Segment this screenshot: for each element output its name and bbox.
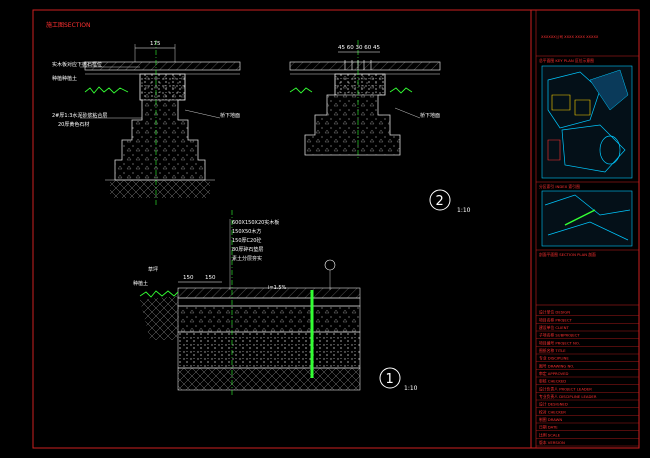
detail-bottom-layer-2: 150X50木方 <box>232 228 261 235</box>
title-block-field-7: 图号 DRAWING NO. <box>539 363 574 368</box>
detail-top-callout-1: 实木板对应下檐石框位 <box>52 61 102 68</box>
sheet-border <box>32 9 640 449</box>
detail-top-dim-chain: 45 60 30 60 45 <box>338 45 380 51</box>
sheet-header-scale: SECTION <box>64 22 90 29</box>
title-block-field-17: 版本 VERSION <box>539 440 565 445</box>
index-plan-label: 分区索引 INDEX 索引图 <box>539 184 580 189</box>
sheet-header-code: 施工图 <box>46 21 64 29</box>
detail-bottom-dim-a: 150 <box>183 275 194 281</box>
detail-bottom: 150 150 i=1.5% 600X150X20实木板 150X50木方 15… <box>133 210 418 395</box>
detail-bottom-layer-1: 600X150X20实木板 <box>232 219 279 226</box>
title-block-top-note: XXXXXX公司 XXXX XXXX XXXXX <box>541 34 599 39</box>
title-block-field-1: 项目名称 PROJECT <box>539 317 572 322</box>
detail-top-callout-4: 20厚黄色石材 <box>58 121 89 128</box>
title-block: XXXXXX公司 XXXX XXXX XXXXX 总平面图 KEY PLAN 区… <box>536 34 639 447</box>
title-block-fields: 设计单位 DESIGN 项目名称 PROJECT 建设单位 CLIENT 子项名称 S… <box>536 310 639 447</box>
detail-top-label-right-2: 桥下地面 <box>420 112 440 119</box>
detail-bottom-slope: i=1.5% <box>268 285 287 291</box>
title-block-field-3: 子项名称 SUBPROJECT <box>539 333 580 338</box>
title-block-field-5: 图纸名称 TITLE <box>539 348 566 353</box>
detail-bottom-layer-4: 80厚碎石垫层 <box>232 246 263 253</box>
title-block-field-14: 制图 DRAWN <box>539 417 562 422</box>
detail-top-dim-width: 175 <box>150 41 161 47</box>
section-plan-label: 剖面平面图 SECTION PLAN 剖面 <box>539 252 596 257</box>
detail-top-number: 2 <box>436 194 444 209</box>
detail-bottom-number: 1 <box>386 372 394 387</box>
detail-bottom-layer-5: 素土分层夯实 <box>232 255 262 262</box>
detail-bottom-label-soil: 种植土 <box>133 280 148 287</box>
title-block-field-4: 项目编号 PROJECT NO. <box>539 340 580 345</box>
title-block-field-2: 建设单位 CLIENT <box>539 325 570 330</box>
title-block-field-15: 日期 DATE <box>539 425 558 430</box>
title-block-field-11: 专业负责人 DISCIPLINE LEADER <box>539 394 597 399</box>
detail-bottom-label-lawn: 草坪 <box>148 266 158 273</box>
detail-bottom-tag <box>379 367 401 389</box>
title-block-field-9: 审核 CHECKED <box>539 379 566 384</box>
title-block-field-10: 设计负责人 PROJECT LEADER <box>539 386 592 391</box>
title-block-field-0: 设计单位 DESIGN <box>539 310 570 315</box>
title-block-field-16: 比例 SCALE <box>539 432 561 437</box>
detail-top-left-pier: 175 实木板对应下檐石框位 种植种植土 2#厚1:3水泥砂浆粘合层 20厚黄色… <box>52 40 241 205</box>
title-block-field-8: 审定 APPROVED <box>539 371 569 376</box>
detail-top-right-pier: 45 60 30 60 45 桥下地面 <box>289 40 441 160</box>
detail-top-scale: 1:10 <box>457 207 471 214</box>
title-block-field-12: 设计 DESIGNED <box>539 402 568 407</box>
detail-bottom-scale: 1:10 <box>404 385 418 392</box>
detail-bottom-layer-3: 150厚C20砼 <box>232 237 261 244</box>
index-plan-map <box>541 190 633 247</box>
title-block-field-6: 专业 DISCIPLINE <box>539 356 569 361</box>
detail-top-callout-2: 种植种植土 <box>52 75 77 82</box>
detail-top: 175 实木板对应下檐石框位 种植种植土 2#厚1:3水泥砂浆粘合层 20厚黄色… <box>52 40 471 214</box>
detail-bottom-dim-b: 150 <box>205 275 216 281</box>
detail-top-tag <box>429 189 451 211</box>
title-block-field-13: 校对 CHECKER <box>539 409 566 414</box>
detail-top-label-right: 桥下地面 <box>220 112 240 119</box>
key-plan-label: 总平面图 KEY PLAN 区位示意图 <box>539 58 594 63</box>
detail-top-callout-3: 2#厚1:3水泥砂浆粘合层 <box>52 112 107 119</box>
